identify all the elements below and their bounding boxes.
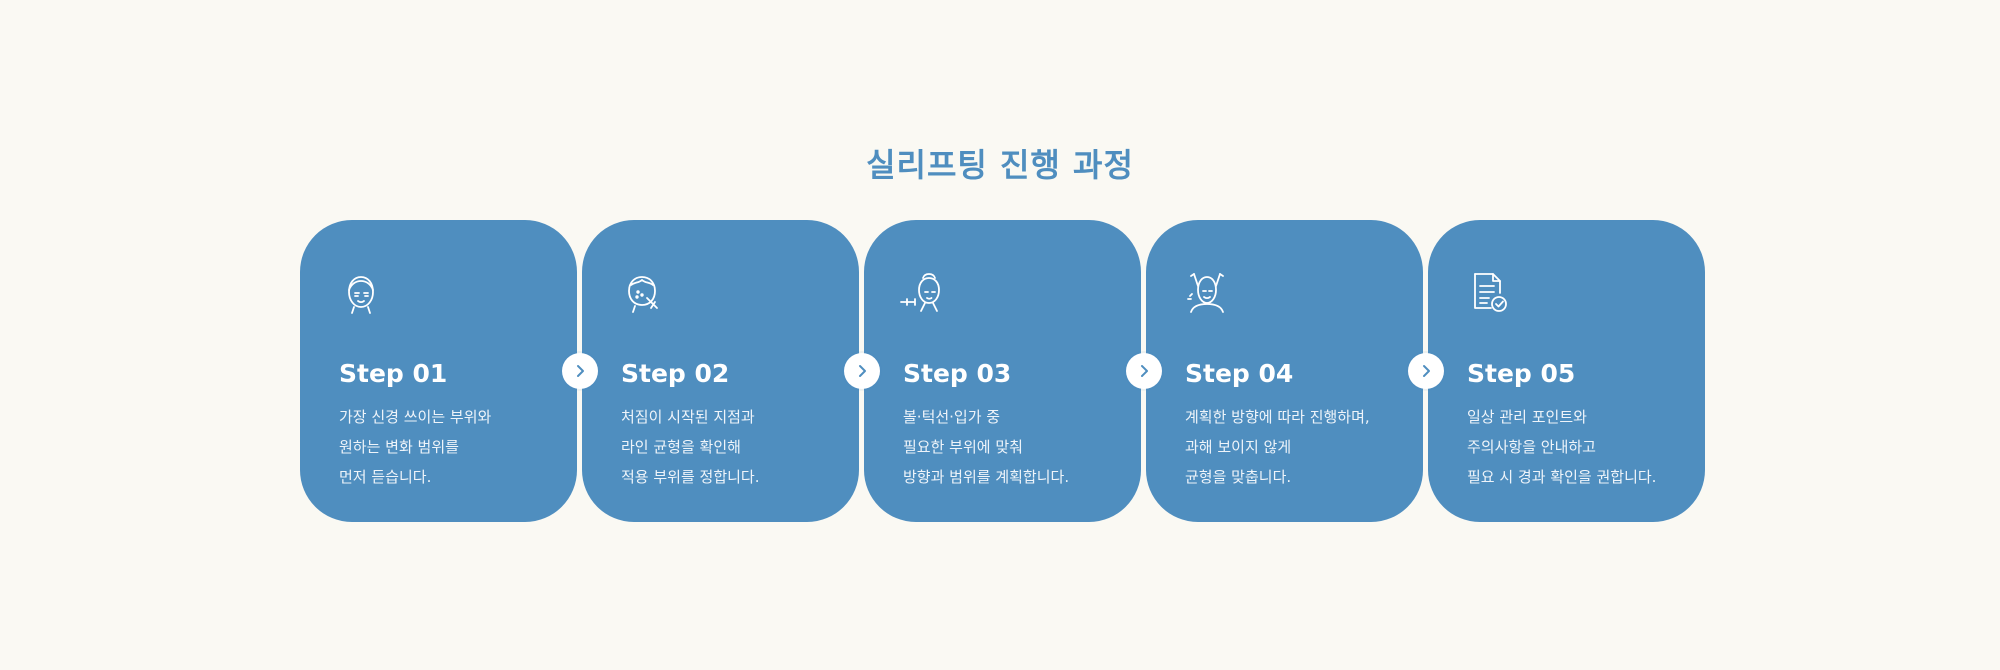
- step-description: 볼·턱선·입가 중 필요한 부위에 맞춰 방향과 범위를 계획합니다.: [903, 402, 1131, 492]
- step-card-4: Step 04 계획한 방향에 따라 진행하며, 과해 보이지 않게 균형을 맞…: [1146, 220, 1423, 522]
- step-description-line: 주의사항을 안내하고: [1467, 438, 1596, 456]
- step-description-line: 가장 신경 쓰이는 부위와: [339, 408, 492, 426]
- step-description-line: 필요 시 경과 확인을 권합니다.: [1467, 468, 1657, 486]
- step-description-line: 계획한 방향에 따라 진행하며,: [1185, 408, 1370, 426]
- step-description: 일상 관리 포인트와 주의사항을 안내하고 필요 시 경과 확인을 권합니다.: [1467, 402, 1695, 492]
- chevron-right-icon: [562, 353, 598, 389]
- process-steps: Step 01 가장 신경 쓰이는 부위와 원하는 변화 범위를 먼저 듣습니다…: [300, 220, 1705, 522]
- step-description-line: 라인 균형을 확인해: [621, 438, 741, 456]
- step-description-line: 원하는 변화 범위를: [339, 438, 459, 456]
- checklist-icon: [1463, 266, 1515, 318]
- step-card-3: Step 03 볼·턱선·입가 중 필요한 부위에 맞춰 방향과 범위를 계획합…: [864, 220, 1141, 522]
- step-title: Step 01: [339, 359, 448, 388]
- step-card-2: Step 02 처짐이 시작된 지점과 라인 균형을 확인해 적용 부위를 정합…: [582, 220, 859, 522]
- step-card-5: Step 05 일상 관리 포인트와 주의사항을 안내하고 필요 시 경과 확인…: [1428, 220, 1705, 522]
- step-description-line: 볼·턱선·입가 중: [903, 408, 1001, 426]
- step-description-line: 필요한 부위에 맞춰: [903, 438, 1023, 456]
- step-description-line: 과해 보이지 않게: [1185, 438, 1292, 456]
- step-description: 계획한 방향에 따라 진행하며, 과해 보이지 않게 균형을 맞춥니다.: [1185, 402, 1413, 492]
- step-description: 처짐이 시작된 지점과 라인 균형을 확인해 적용 부위를 정합니다.: [621, 402, 849, 492]
- step-title: Step 04: [1185, 359, 1294, 388]
- face-analysis-icon: [617, 266, 669, 318]
- step-description-line: 일상 관리 포인트와: [1467, 408, 1587, 426]
- step-description-line: 처짐이 시작된 지점과: [621, 408, 755, 426]
- step-description-line: 적용 부위를 정합니다.: [621, 468, 760, 486]
- chevron-right-icon: [844, 353, 880, 389]
- face-icon: [335, 266, 387, 318]
- step-description-line: 먼저 듣습니다.: [339, 468, 432, 486]
- step-description-line: 균형을 맞춥니다.: [1185, 468, 1292, 486]
- step-description-line: 방향과 범위를 계획합니다.: [903, 468, 1070, 486]
- step-title: Step 03: [903, 359, 1012, 388]
- face-lifting-icon: [1181, 266, 1233, 318]
- step-title: Step 05: [1467, 359, 1576, 388]
- step-description: 가장 신경 쓰이는 부위와 원하는 변화 범위를 먼저 듣습니다.: [339, 402, 567, 492]
- step-card-1: Step 01 가장 신경 쓰이는 부위와 원하는 변화 범위를 먼저 듣습니다…: [300, 220, 577, 522]
- chevron-right-icon: [1408, 353, 1444, 389]
- chevron-right-icon: [1126, 353, 1162, 389]
- face-injection-icon: [899, 266, 951, 318]
- step-title: Step 02: [621, 359, 730, 388]
- page-title: 실리프팅 진행 과정: [866, 146, 1134, 184]
